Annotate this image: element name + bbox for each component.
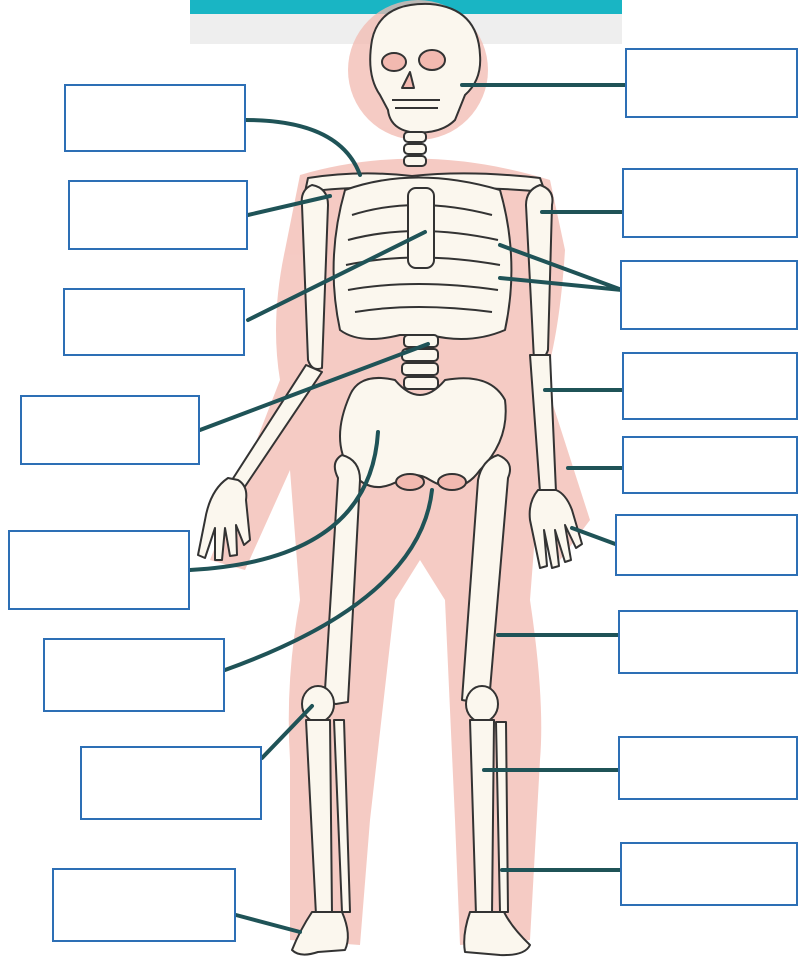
label-box-left-2[interactable] — [68, 180, 248, 250]
label-box-right-9[interactable] — [620, 842, 798, 906]
label-box-right-3[interactable] — [620, 260, 798, 330]
label-box-left-1[interactable] — [64, 84, 246, 152]
label-box-right-1[interactable] — [625, 48, 798, 118]
label-box-right-7[interactable] — [618, 610, 798, 674]
label-box-left-6[interactable] — [43, 638, 225, 712]
label-box-left-3[interactable] — [63, 288, 245, 356]
label-box-right-5[interactable] — [622, 436, 798, 494]
label-box-right-4[interactable] — [622, 352, 798, 420]
label-box-left-5[interactable] — [8, 530, 190, 610]
label-box-right-6[interactable] — [615, 514, 798, 576]
label-box-right-8[interactable] — [618, 736, 798, 800]
label-box-left-7[interactable] — [80, 746, 262, 820]
label-box-left-4[interactable] — [20, 395, 200, 465]
label-box-left-8[interactable] — [52, 868, 236, 942]
patella-left — [302, 686, 334, 722]
patella-right — [466, 686, 498, 722]
label-box-right-2[interactable] — [622, 168, 798, 238]
